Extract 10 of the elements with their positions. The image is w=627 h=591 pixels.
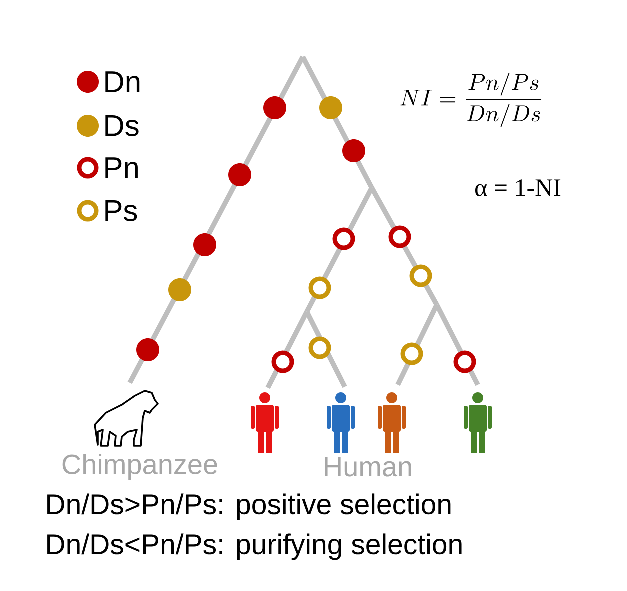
legend-label: Pn	[106, 158, 138, 178]
legend-label: Ps	[106, 200, 138, 222]
note-text: Dn/Ds>Pn/Ps: positive selection	[48, 494, 451, 520]
note-text: Dn/Ds<Pn/Ps: purifying selection	[48, 534, 462, 560]
legend-label: Dn	[106, 72, 140, 92]
species-label: Chimpanzee	[62, 454, 218, 480]
legend-label: Ds	[106, 116, 139, 136]
formula: $NI = \frac{Pn/Ps}{Dn/Ds}$	[400, 72, 542, 128]
formula: α = 1-NI	[476, 180, 561, 196]
species-label: Human	[325, 457, 412, 477]
